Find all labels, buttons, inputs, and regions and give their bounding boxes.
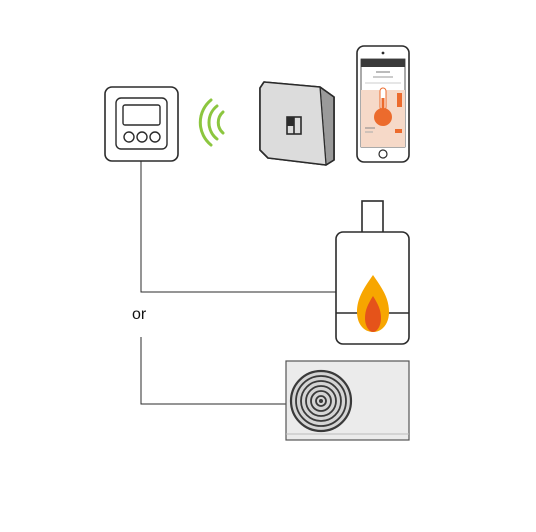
heat-pump-outdoor-unit-icon (285, 360, 410, 441)
flame-icon (357, 275, 389, 332)
wire-to-heat-pump (140, 337, 286, 405)
wire-thermostat-to-boiler (140, 160, 336, 293)
gateway-box-icon (259, 81, 335, 166)
app-thermometer-icon (374, 87, 392, 126)
gateway-logo-icon (286, 116, 302, 135)
alternative-label: or (132, 306, 147, 323)
connection-wires (140, 160, 336, 405)
wireless-signal-icon (198, 98, 225, 147)
gas-boiler-icon (335, 200, 410, 345)
room-thermostat-icon (104, 86, 179, 162)
smartphone-app-icon (356, 45, 410, 163)
fan-icon (289, 369, 353, 433)
